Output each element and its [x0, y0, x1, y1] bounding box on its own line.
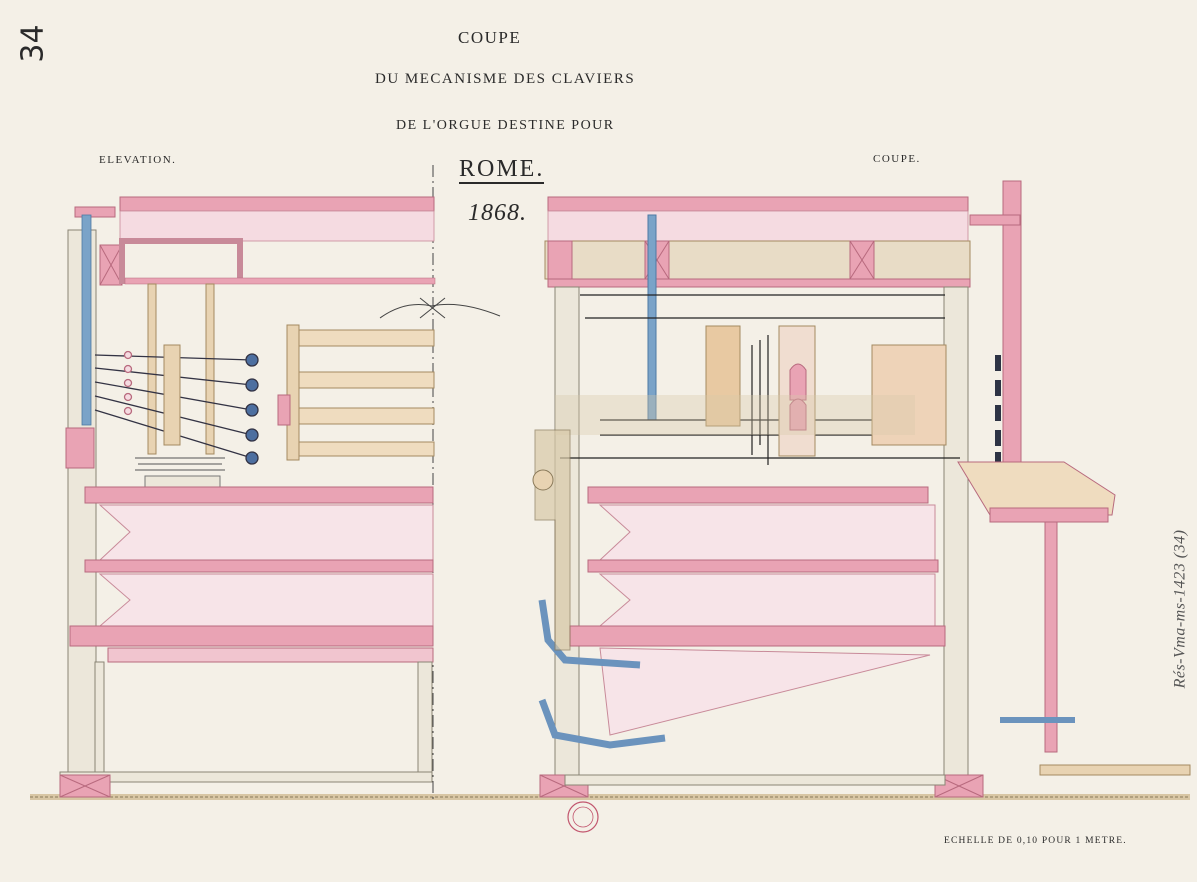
bellows-elevation [69, 486, 434, 663]
year: 1868. [468, 200, 527, 226]
plate-number: 34 [15, 24, 51, 63]
library-stamp [567, 801, 599, 833]
section-view [532, 180, 1191, 798]
shelfmark: Rés-Vma-ms-1423 (34) [1171, 529, 1189, 689]
title-line-2: DU MECANISME DES CLAVIERS [375, 71, 636, 87]
tracker-rod [81, 214, 92, 426]
title-line-3: DE L'ORGUE DESTINE POUR [396, 118, 615, 133]
section-top-beam [547, 196, 969, 212]
elevation-view [59, 196, 436, 798]
keyboard-stack-elevation [277, 324, 435, 461]
top-beam [119, 196, 435, 212]
stop-knobs-section [995, 355, 1001, 468]
bellows-section [569, 486, 946, 736]
scale-note: ECHELLE DE 0,10 POUR 1 METRE. [944, 836, 1127, 846]
section-label: COUPE. [873, 153, 921, 165]
break-symbol [379, 303, 501, 319]
title-line-1: COUPE [458, 28, 522, 47]
city-name: ROME. [459, 156, 545, 184]
elevation-label: ELEVATION. [99, 154, 177, 166]
